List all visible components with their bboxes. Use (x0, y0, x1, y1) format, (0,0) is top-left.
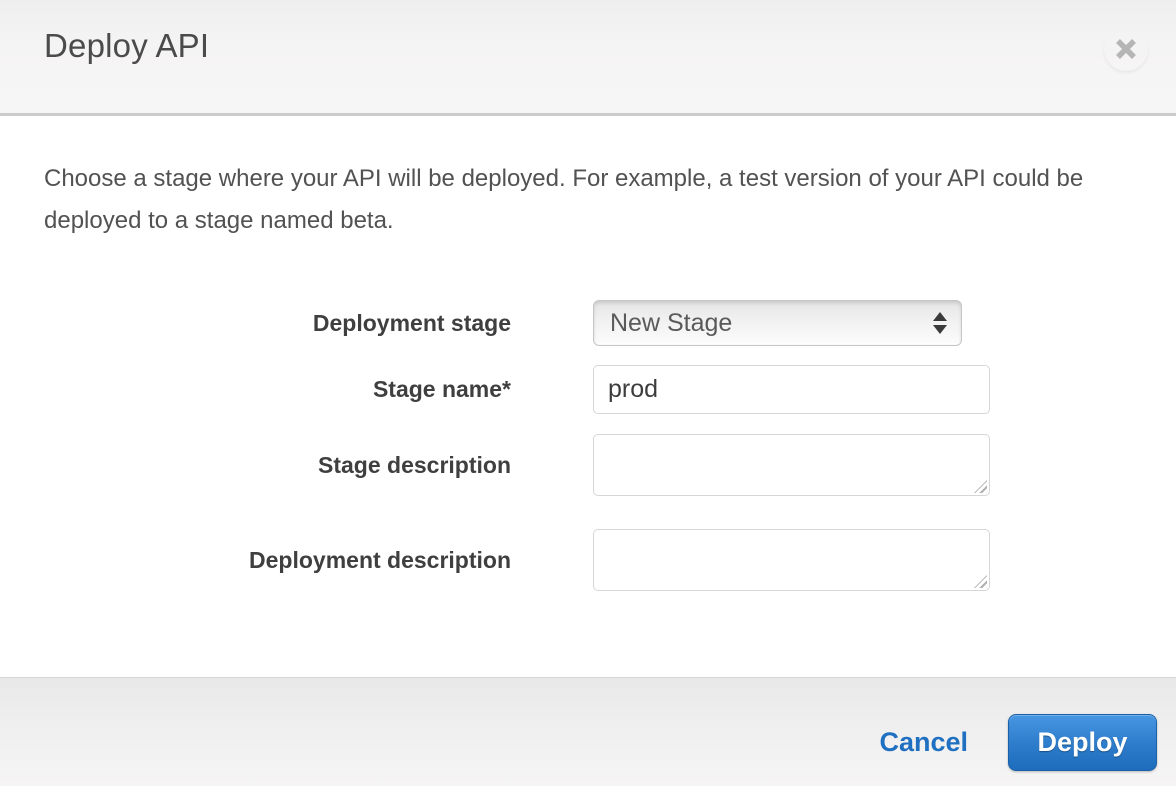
dialog-description: Choose a stage where your API will be de… (44, 165, 1084, 234)
close-icon (1114, 37, 1138, 61)
deployment-description-textarea[interactable] (593, 529, 990, 591)
deployment-description-label: Deployment description (249, 546, 511, 573)
form-row-deployment-stage: Deployment stage New Stage (0, 300, 1116, 346)
cancel-button[interactable]: Cancel (879, 726, 968, 757)
deployment-stage-label: Deployment stage (312, 309, 511, 336)
modal-body: Choose a stage where your API will be de… (0, 116, 1176, 677)
deployment-stage-select[interactable]: New Stage (593, 300, 962, 346)
form-row-stage-name: Stage name* (0, 365, 1116, 414)
form-row-deployment-description: Deployment description (0, 529, 1116, 591)
stage-description-label: Stage description (318, 451, 511, 478)
form-row-stage-description: Stage description (0, 434, 1116, 496)
modal-footer: Cancel Deploy (0, 677, 1176, 786)
deploy-form: Deployment stage New Stage Stage name* (0, 300, 1116, 591)
deployment-stage-select-wrap: New Stage (593, 300, 962, 346)
stage-name-label: Stage name* (372, 376, 511, 402)
modal-header: Deploy API (0, 0, 1176, 116)
stage-name-input[interactable] (593, 365, 990, 414)
close-button[interactable] (1113, 36, 1139, 62)
deploy-button[interactable]: Deploy (1008, 713, 1157, 771)
stage-description-textarea[interactable] (593, 434, 990, 496)
page-title: Deploy API (44, 27, 210, 64)
